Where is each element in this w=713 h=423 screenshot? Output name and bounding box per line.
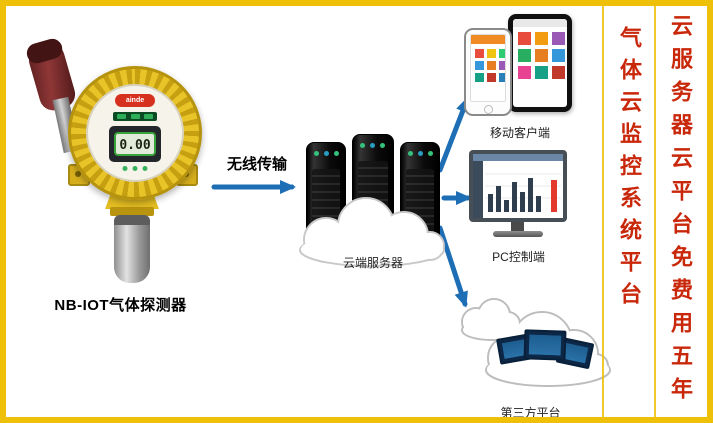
monitor-stand-neck [511, 222, 524, 231]
banner-column-right: 云服务器云平台免费用五年 [668, 14, 693, 410]
third-party-label: 第三方平台 [500, 406, 561, 420]
wireless-transmission-label: 无线传输 [226, 156, 287, 173]
detector-label: NB-IOT气体探测器 [54, 297, 187, 314]
arrow-cloud-to-thirdparty [437, 225, 468, 308]
tablet-device [508, 14, 572, 112]
flow-arrows [211, 96, 472, 308]
tablet-screen [513, 19, 567, 107]
alarm-horn [25, 40, 79, 114]
mobile-client-label: 移动客户端 [489, 126, 550, 140]
banner-column-left: 气体云监控系统平台 [617, 26, 642, 314]
gas-detector: ainde 0.00 NB-IOT气体探测器 [25, 36, 213, 316]
app-tiles [518, 32, 531, 45]
brand-badge: ainde [115, 94, 155, 107]
lcd-value: 0.00 [114, 132, 156, 156]
banner-divider [602, 6, 604, 417]
pc-monitor [469, 150, 567, 222]
mobile-client-group: 移动客户端 [464, 14, 576, 140]
device-screen [523, 329, 567, 361]
button-strip [113, 112, 157, 121]
third-party-group: 第三方平台 [448, 294, 613, 420]
detector-head: ainde 0.00 [68, 66, 202, 200]
sensor-cylinder [114, 215, 150, 283]
dashboard-screen [473, 154, 563, 218]
pc-client-group: PC控制端 [461, 148, 576, 264]
banner-divider [654, 6, 656, 417]
cloud-server-group: 云端服务器 [298, 126, 448, 276]
arrow-cloud-to-mobile [437, 96, 470, 173]
phone-device [464, 28, 512, 116]
lcd-display: 0.00 [109, 126, 161, 162]
detector-face: ainde 0.00 [86, 84, 184, 182]
phone-screen [470, 34, 506, 102]
app-tiles [475, 49, 484, 58]
monitor-stand-base [493, 231, 543, 237]
led-row [122, 166, 148, 171]
cloud-shape [299, 197, 445, 267]
pc-client-label: PC控制端 [492, 250, 545, 264]
cloud-server-label: 云端服务器 [342, 256, 403, 270]
detector-collar [110, 207, 154, 216]
